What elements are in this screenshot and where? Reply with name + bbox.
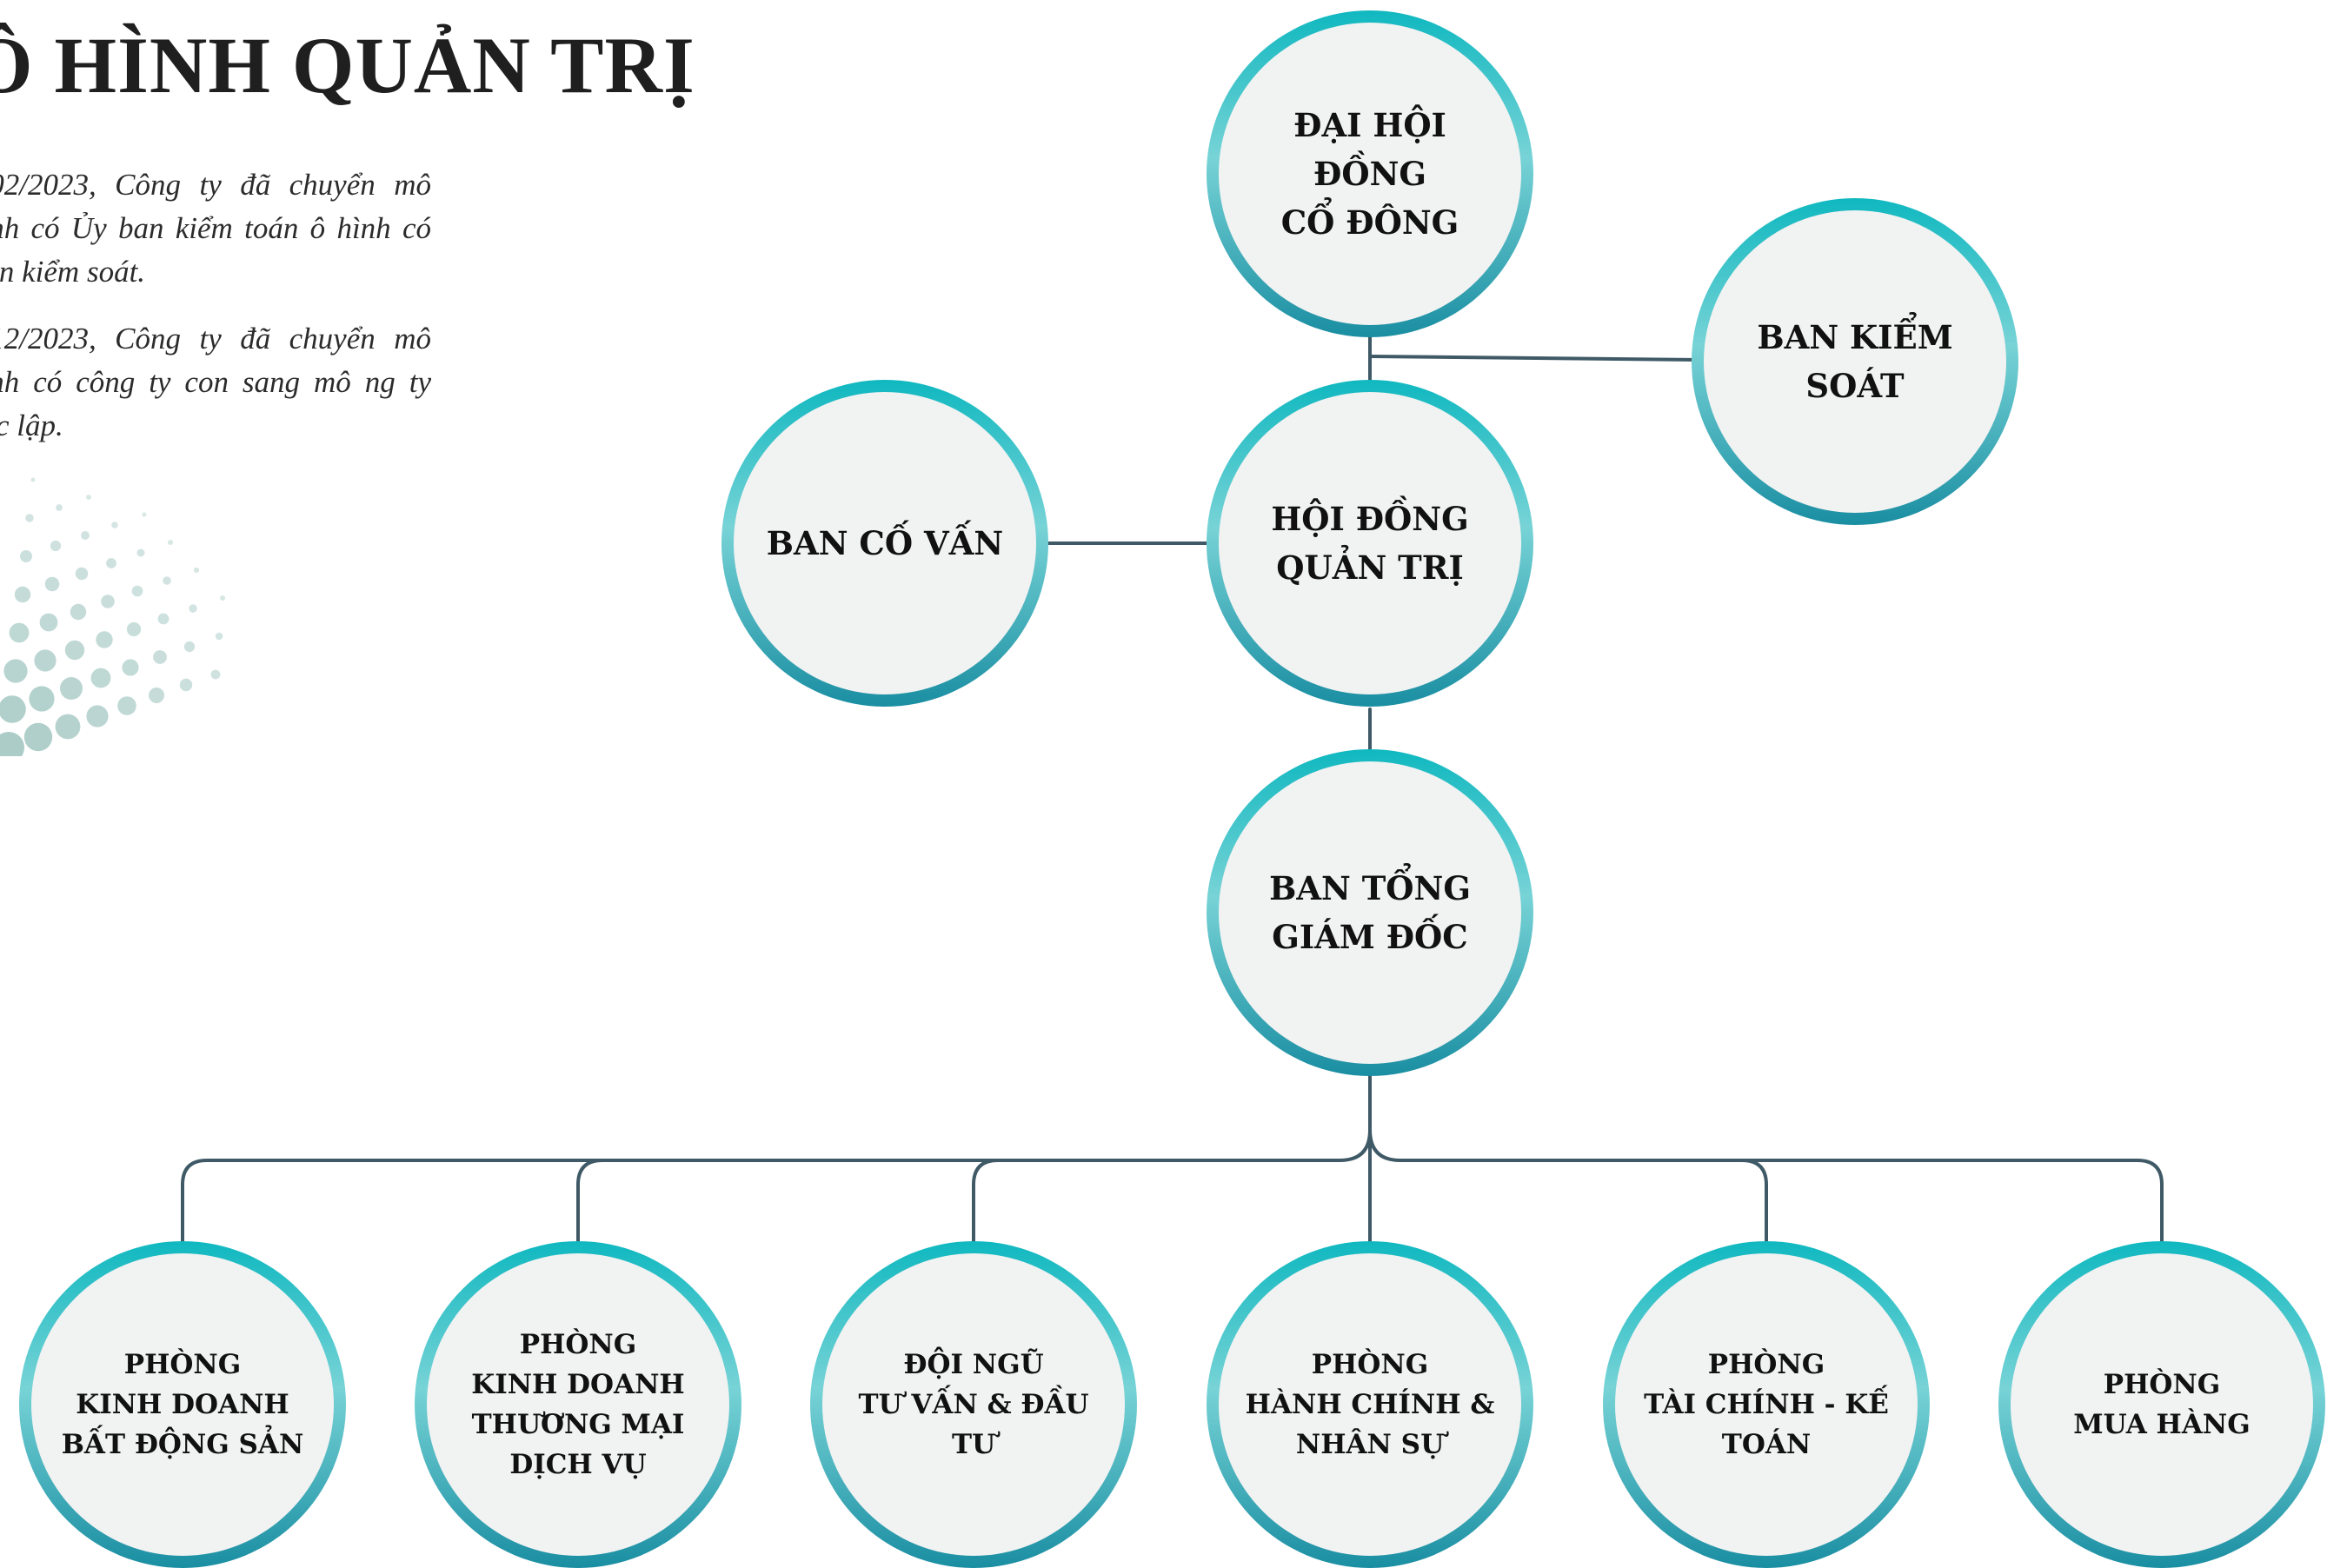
restructure-note-1: 5/02/2023, Công ty đã chuyển mô hình có …	[0, 168, 431, 289]
decorative-dot	[193, 567, 200, 574]
node-shareholders: ĐẠI HỘI ĐỒNG CỔ ĐÔNG	[1207, 10, 1533, 337]
decorative-dot	[106, 558, 116, 568]
node-dept-consulting-label: ĐỘI NGŨ TƯ VẤN & ĐẦU TƯ	[858, 1349, 1089, 1460]
decorative-dot	[3, 659, 28, 683]
node-dept-real-estate: PHÒNG KINH DOANH BẤT ĐỘNG SẢN	[19, 1241, 346, 1568]
connector-executive-bus	[181, 1073, 1372, 1245]
decorative-dot	[20, 550, 32, 562]
decorative-dot	[50, 540, 62, 552]
decorative-dot	[131, 585, 143, 597]
node-advisory-label: BAN CỐ VẤN	[766, 524, 1004, 562]
decorative-dot	[86, 495, 91, 500]
decorative-dot	[189, 604, 197, 613]
connector-to-supervisory	[1368, 355, 1701, 362]
decorative-dot	[168, 540, 173, 545]
connector-dept-3	[972, 1159, 1000, 1245]
connector-dept-2	[576, 1159, 604, 1245]
node-dept-real-estate-label: PHÒNG KINH DOANH BẤT ĐỘNG SẢN	[61, 1349, 304, 1460]
node-dept-finance: PHÒNG TÀI CHÍNH - KẾ TOÁN	[1603, 1241, 1930, 1568]
node-dept-hr: PHÒNG HÀNH CHÍNH & NHÂN SỰ	[1207, 1241, 1533, 1568]
decorative-dot	[163, 576, 171, 585]
node-dept-purchasing-label: PHÒNG MUA HÀNG	[2073, 1369, 2251, 1440]
decorative-dot	[23, 722, 53, 752]
node-executive-label: BAN TỔNG GIÁM ĐỐC	[1269, 869, 1471, 956]
node-supervisory-label: BAN KIỂM SOÁT	[1757, 318, 1953, 405]
node-board: HỘI ĐỒNG QUẢN TRỊ	[1207, 380, 1533, 707]
decorative-dot	[64, 640, 85, 661]
decorative-dot	[0, 695, 26, 723]
decorative-dot	[90, 668, 111, 688]
decorative-dot	[55, 714, 81, 740]
decorative-dot	[29, 686, 55, 712]
node-dept-consulting: ĐỘI NGŨ TƯ VẤN & ĐẦU TƯ	[810, 1241, 1137, 1568]
decorative-dot	[14, 586, 31, 603]
decorative-dot	[101, 595, 115, 608]
decorative-dot	[44, 576, 60, 592]
node-executive: BAN TỔNG GIÁM ĐỐC	[1207, 749, 1533, 1076]
decorative-dot	[153, 650, 167, 664]
decorative-dot	[111, 522, 118, 528]
connector-right-bus	[1368, 1128, 2164, 1245]
decorative-dot	[210, 669, 221, 680]
decorative-dot	[60, 677, 83, 700]
node-dept-trade-services-label: PHÒNG KINH DOANH THƯƠNG MẠI DỊCH VỤ	[471, 1329, 685, 1480]
node-shareholders-label: ĐẠI HỘI ĐỒNG CỔ ĐÔNG	[1280, 106, 1459, 242]
decorative-dot	[136, 548, 145, 557]
connector-dept-5	[1740, 1159, 1768, 1245]
decorative-dot-pattern	[0, 477, 225, 756]
decorative-dot	[142, 512, 147, 517]
node-dept-hr-label: PHÒNG HÀNH CHÍNH & NHÂN SỰ	[1245, 1349, 1495, 1460]
decorative-dot	[9, 622, 30, 643]
node-dept-purchasing: PHÒNG MUA HÀNG	[1998, 1241, 2325, 1568]
node-board-label: HỘI ĐỒNG QUẢN TRỊ	[1271, 500, 1469, 587]
node-dept-trade-services: PHÒNG KINH DOANH THƯƠNG MẠI DỊCH VỤ	[415, 1241, 741, 1568]
decorative-dot	[149, 688, 164, 703]
decorative-dot	[30, 477, 36, 482]
decorative-dot	[220, 595, 225, 601]
decorative-dot	[0, 732, 24, 756]
decorative-dot	[56, 504, 63, 511]
decorative-dot	[75, 567, 89, 581]
node-advisory: BAN CỐ VẤN	[721, 380, 1048, 707]
node-supervisory: BAN KIỂM SOÁT	[1692, 198, 2018, 525]
page-title: Ô HÌNH QUẢN TRỊ	[0, 21, 695, 110]
decorative-dot	[81, 531, 90, 540]
decorative-dot	[86, 705, 109, 728]
decorative-dot	[179, 678, 193, 692]
decorative-dot	[39, 613, 58, 632]
decorative-dot	[215, 632, 223, 641]
decorative-dot	[96, 631, 113, 648]
decorative-dot	[122, 659, 139, 676]
decorative-dot	[126, 621, 142, 637]
node-dept-finance-label: PHÒNG TÀI CHÍNH - KẾ TOÁN	[1644, 1349, 1889, 1460]
decorative-dot	[117, 696, 136, 715]
decorative-dot	[157, 613, 170, 625]
decorative-dot	[70, 603, 87, 621]
decorative-dot	[25, 514, 34, 522]
restructure-note-2: 0/12/2023, Công ty đã chuyển mô hình có …	[0, 322, 431, 442]
decorative-dot	[183, 641, 196, 653]
decorative-dot	[34, 649, 57, 672]
